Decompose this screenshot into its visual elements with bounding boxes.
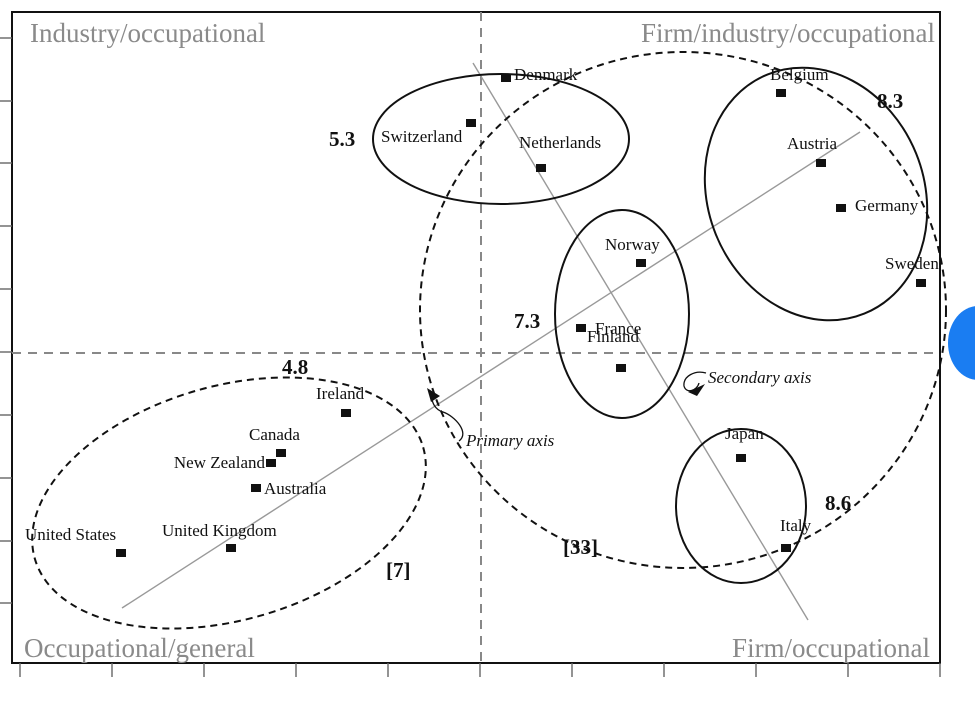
point-label-canada: Canada [249, 425, 300, 444]
secondary-axis-label: Secondary axis [708, 368, 812, 387]
point-ireland [341, 409, 351, 417]
point-netherlands [536, 164, 546, 172]
cluster-ellipse-central [703, 66, 929, 322]
quadrant-top-right-label: Firm/industry/occupational [641, 18, 935, 48]
point-label-switzerland: Switzerland [381, 127, 463, 146]
point-label-sweden: Sweden [885, 254, 939, 273]
cluster-value-4-8: 4.8 [282, 355, 308, 379]
point-label-new-zealand: New Zealand [174, 453, 266, 472]
point-france [576, 324, 586, 332]
point-label-united-kingdom: United Kingdom [162, 521, 277, 540]
point-label-italy: Italy [780, 516, 812, 535]
secondary-axis-line [472, 62, 809, 621]
x-ticks [19, 663, 941, 677]
primary-axis-line [121, 131, 861, 609]
point-denmark [501, 74, 511, 82]
group-count-33: [33] [563, 535, 598, 559]
point-label-ireland: Ireland [316, 384, 365, 403]
point-new-zealand [266, 459, 276, 467]
point-italy [781, 544, 791, 552]
point-belgium [776, 89, 786, 97]
cluster-ellipse-coordinated [419, 51, 947, 569]
point-label-finland: Finland [587, 327, 639, 346]
point-label-belgium: Belgium [770, 65, 829, 84]
point-label-netherlands: Netherlands [519, 133, 601, 152]
point-sweden [916, 279, 926, 287]
point-label-japan: Japan [725, 424, 764, 443]
quadrant-bottom-left-label: Occupational/general [24, 633, 255, 663]
cluster-value-8-3: 8.3 [877, 89, 903, 113]
point-label-germany: Germany [855, 196, 919, 215]
secondary-axis-arrowhead [688, 384, 705, 396]
primary-axis-arrow-curl [429, 392, 464, 442]
point-label-united-states: United States [25, 525, 116, 544]
point-switzerland [466, 119, 476, 127]
point-austria [816, 159, 826, 167]
point-label-australia: Australia [264, 479, 327, 498]
cluster-value-7-3: 7.3 [514, 309, 540, 333]
point-japan [736, 454, 746, 462]
point-united-kingdom [226, 544, 236, 552]
point-germany [836, 204, 846, 212]
point-label-denmark: Denmark [514, 65, 578, 84]
quadrant-bottom-right-label: Firm/occupational [732, 633, 930, 663]
point-united-states [116, 549, 126, 557]
plot-frame [11, 11, 941, 664]
point-label-norway: Norway [605, 235, 660, 254]
primary-axis-arrowhead [427, 388, 440, 402]
cluster-value-8-6: 8.6 [825, 491, 851, 515]
secondary-axis-arrow-curl [683, 371, 707, 392]
point-canada [276, 449, 286, 457]
point-australia [251, 484, 261, 492]
cluster-value-5-3: 5.3 [329, 127, 355, 151]
group-count-7: [7] [386, 558, 411, 582]
point-label-austria: Austria [787, 134, 838, 153]
cluster-ellipse-south [675, 428, 807, 584]
cluster-ellipse-anglo [31, 376, 427, 630]
cluster-ellipse-middle [554, 209, 690, 419]
primary-axis-label: Primary axis [465, 431, 555, 450]
point-finland [616, 364, 626, 372]
quadrant-top-left-label: Industry/occupational [30, 18, 265, 48]
y-ticks [0, 37, 12, 604]
point-norway [636, 259, 646, 267]
point-label-france: France [595, 319, 641, 338]
